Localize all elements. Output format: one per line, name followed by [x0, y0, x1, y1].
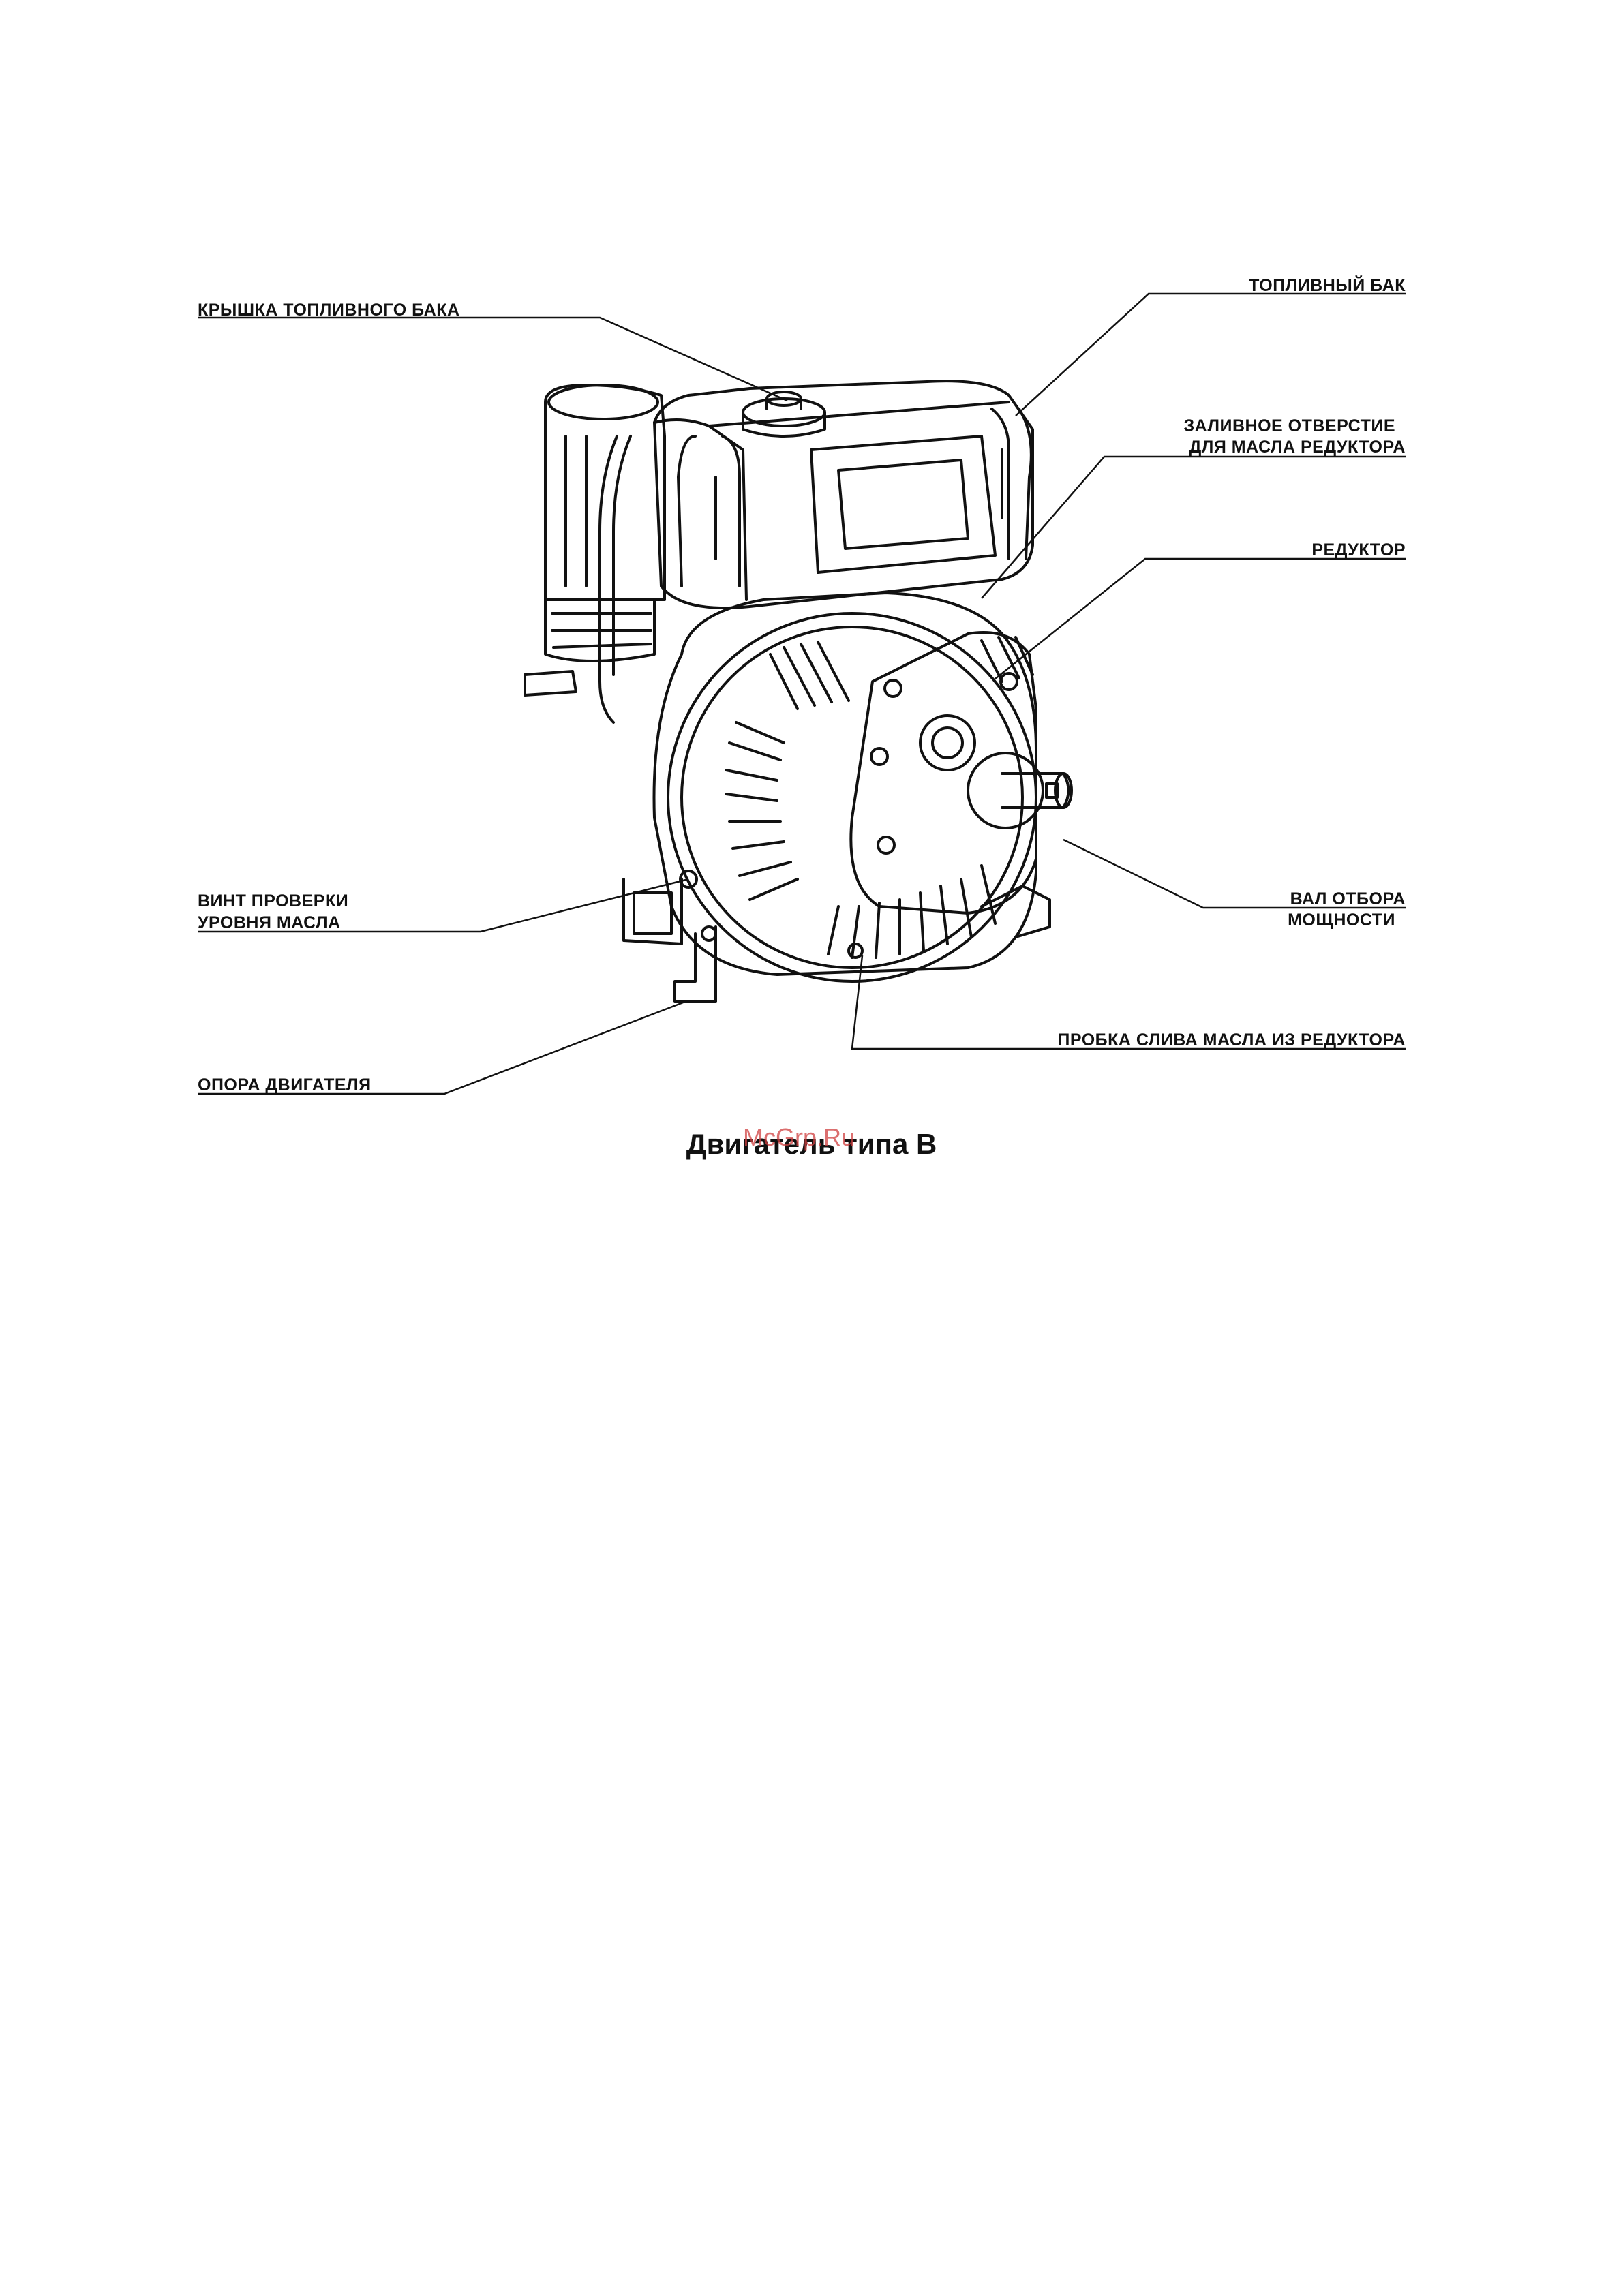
drain-plug-illustration [849, 944, 862, 958]
label-pto-shaft-line1: ВАЛ ОТБОРА [1290, 889, 1406, 909]
label-oil-check-line2: УРОВНЯ МАСЛА [198, 913, 341, 933]
label-oil-check-line1: ВИНТ ПРОВЕРКИ [198, 891, 348, 911]
label-fuel-tank: ТОПЛИВНЫЙ БАК [1249, 275, 1406, 296]
label-pto-shaft-line2: МОЩНОСТИ [1288, 910, 1395, 930]
fuel-line-illustration [600, 436, 631, 722]
cooling-fins-illustration [726, 642, 995, 958]
fuel-tank-illustration [654, 381, 1033, 608]
label-drain-plug: ПРОБКА СЛИВА МАСЛА ИЗ РЕДУКТОРА [1057, 1030, 1406, 1050]
label-gearbox: РЕДУКТОР [1311, 540, 1406, 560]
label-engine-mount: ОПОРА ДВИГАТЕЛЯ [198, 1075, 371, 1095]
label-gearbox-oil-fill-line2: ДЛЯ МАСЛА РЕДУКТОРА [1189, 437, 1406, 457]
air-filter-illustration [525, 385, 665, 695]
crankcase-illustration [654, 593, 1037, 981]
watermark: McGrp.Ru [743, 1123, 855, 1152]
label-fuel-cap: КРЫШКА ТОПЛИВНОГО БАКА [198, 300, 460, 320]
label-gearbox-oil-fill-line1: ЗАЛИВНОЕ ОТВЕРСТИЕ [1183, 416, 1395, 436]
